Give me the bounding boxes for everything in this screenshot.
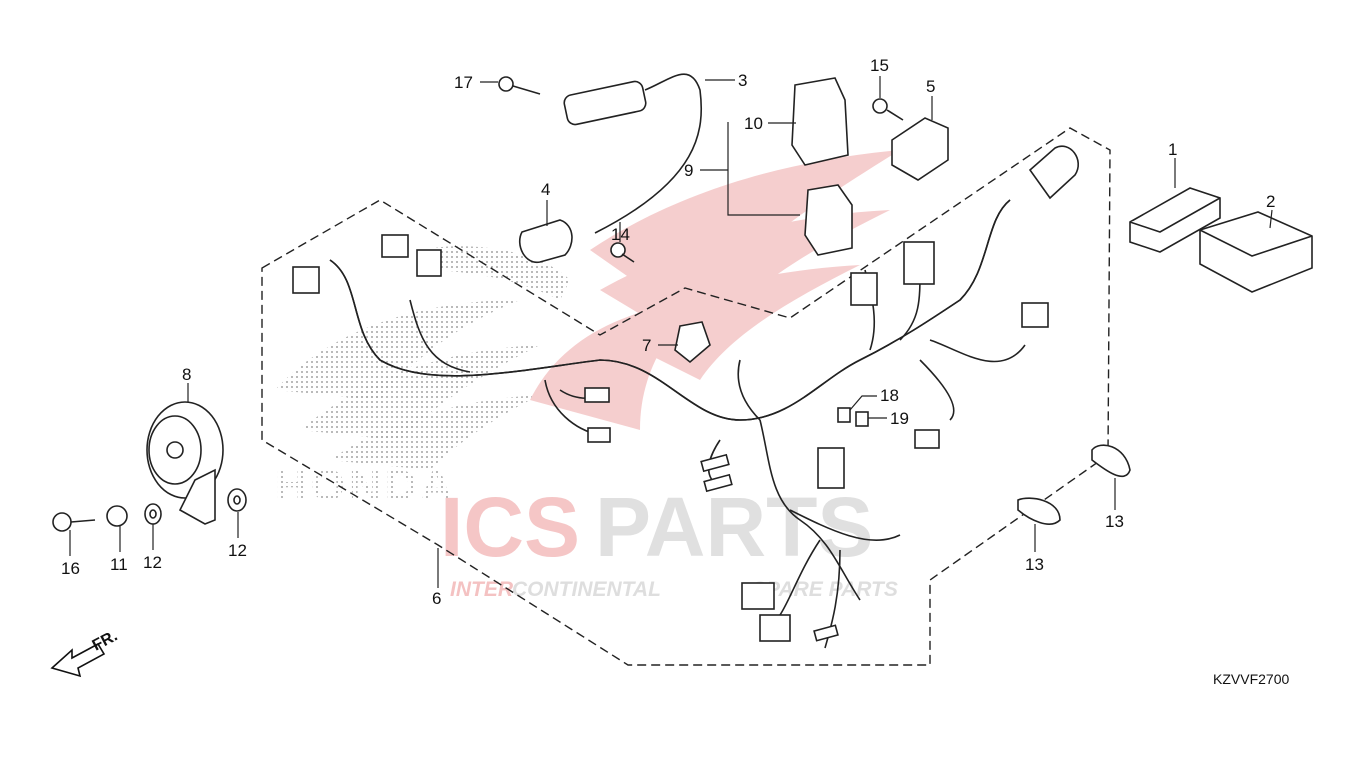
part-18-fuse[interactable] bbox=[837, 395, 877, 423]
direction-arrow-icon bbox=[50, 642, 106, 678]
part-16-bolt[interactable] bbox=[52, 512, 96, 556]
callout-1: 1 bbox=[1168, 140, 1177, 159]
callout-11: 11 bbox=[110, 555, 128, 574]
callout-13b: 13 bbox=[1105, 512, 1124, 531]
part-1-fuse-box[interactable] bbox=[1129, 158, 1221, 253]
watermark-tagline-a: INTER bbox=[450, 578, 514, 601]
callout-7: 7 bbox=[642, 336, 651, 355]
part-10-relay[interactable] bbox=[768, 77, 849, 166]
callout-9: 9 bbox=[684, 161, 693, 180]
part-11-collar[interactable] bbox=[106, 505, 128, 552]
honda-wing-logo: HONDA bbox=[275, 150, 900, 510]
part-2-control-unit[interactable] bbox=[1199, 209, 1313, 293]
callout-10: 10 bbox=[744, 114, 763, 133]
watermark-brand-right: PARTS bbox=[595, 480, 873, 574]
harness-group-outline bbox=[261, 127, 1111, 666]
callout-6: 6 bbox=[432, 589, 441, 608]
part-14-bolt[interactable] bbox=[610, 222, 635, 263]
part-13-band-a[interactable] bbox=[1017, 497, 1061, 552]
callout-12b: 12 bbox=[228, 541, 247, 560]
callout-numbers: 1 2 3 4 5 6 7 8 9 10 11 12 12 13 13 14 1… bbox=[61, 56, 1275, 608]
front-direction-indicator: FR. bbox=[50, 627, 120, 678]
relay-group-bracket bbox=[700, 122, 800, 216]
callout-15: 15 bbox=[870, 56, 889, 75]
part-15-bolt[interactable] bbox=[872, 76, 904, 121]
callout-2: 2 bbox=[1266, 192, 1275, 211]
watermark-brand-left: ICS bbox=[440, 480, 580, 574]
callout-14: 14 bbox=[611, 225, 630, 244]
watermark-tagline-b: CONTINENTAL bbox=[512, 578, 661, 601]
part-12-washer-b[interactable] bbox=[227, 488, 247, 538]
callout-3: 3 bbox=[738, 71, 747, 90]
callout-13a: 13 bbox=[1025, 555, 1044, 574]
diagram-code: KZVVF2700 bbox=[1213, 671, 1289, 687]
honda-logo-text: HONDA bbox=[275, 461, 456, 510]
part-7-sensor[interactable] bbox=[658, 321, 711, 364]
part-13-band-b[interactable] bbox=[1091, 444, 1131, 510]
part-17-bolt[interactable] bbox=[480, 76, 541, 95]
part-8-horn[interactable] bbox=[146, 383, 224, 525]
callout-5: 5 bbox=[926, 77, 935, 96]
callout-12a: 12 bbox=[143, 553, 162, 572]
callout-16: 16 bbox=[61, 559, 80, 578]
callout-17: 17 bbox=[454, 73, 473, 92]
wire-harness bbox=[292, 145, 1079, 649]
callout-8: 8 bbox=[182, 365, 191, 384]
callout-18: 18 bbox=[880, 386, 899, 405]
callout-19: 19 bbox=[890, 409, 909, 428]
part-4-spark-plug-cap[interactable] bbox=[518, 200, 573, 263]
part-3-ignition-coil[interactable] bbox=[563, 73, 735, 234]
callout-4: 4 bbox=[541, 180, 550, 199]
part-9-relay[interactable] bbox=[804, 184, 853, 256]
part-19-fuse[interactable] bbox=[855, 411, 887, 427]
watermark-tagline-c: SPARE PARTS bbox=[752, 578, 898, 601]
part-12-washer-a[interactable] bbox=[144, 503, 162, 550]
part-5-bracket[interactable] bbox=[891, 96, 949, 181]
watermark: HONDA ICS PARTS INTER CONTINENTAL SPARE … bbox=[275, 150, 900, 601]
